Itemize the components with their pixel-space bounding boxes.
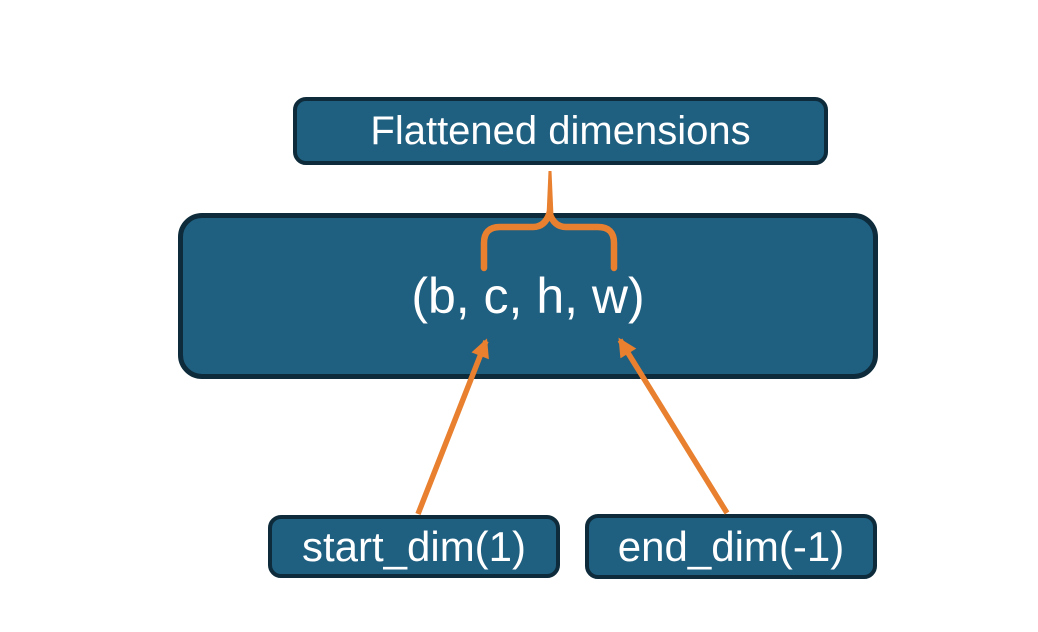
end-dim-label: end_dim(-1) (617, 522, 845, 570)
flattened-dimensions-label: Flattened dimensions (370, 108, 751, 153)
start-dim-label: start_dim(1) (301, 522, 527, 570)
node-end-dim: end_dim(-1) (585, 514, 877, 579)
node-flattened-dimensions: Flattened dimensions (293, 97, 828, 165)
tensor-shape-label: (b, c, h, w) (411, 268, 645, 324)
node-tensor-shape: (b, c, h, w) (178, 213, 878, 379)
node-start-dim: start_dim(1) (268, 515, 560, 578)
brace-stem-icon (546, 171, 554, 216)
